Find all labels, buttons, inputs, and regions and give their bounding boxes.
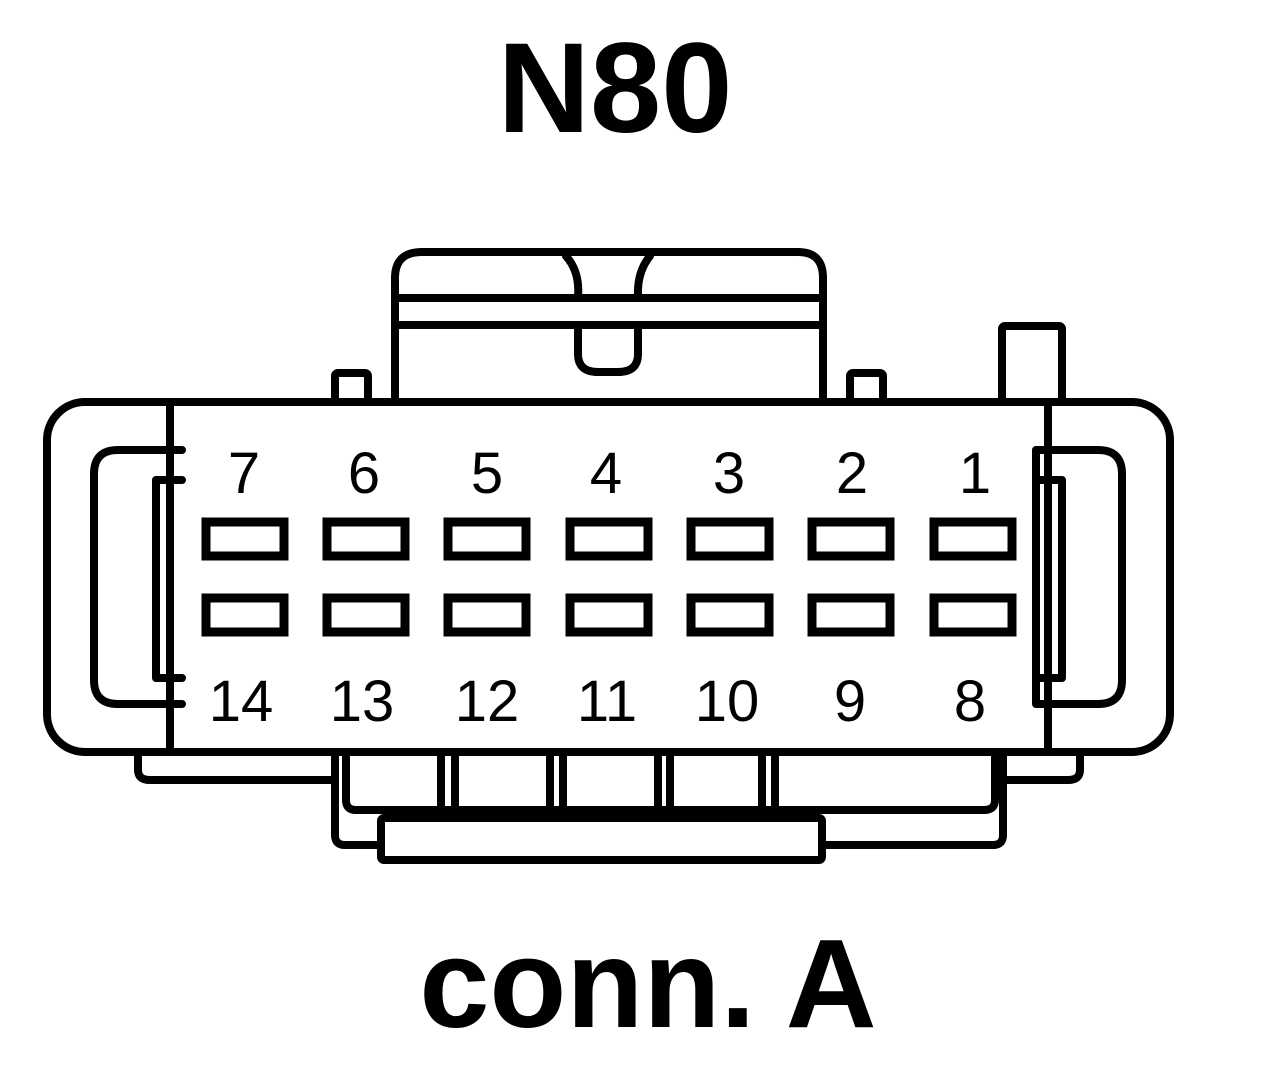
pin-8	[929, 593, 1017, 637]
connector-subtitle: conn. A	[419, 913, 876, 1054]
bottom-row-pins	[201, 593, 1017, 637]
pin-11	[565, 593, 653, 637]
pin-4	[565, 517, 653, 561]
top-row-pins	[201, 517, 1017, 561]
left-latch	[90, 446, 186, 708]
bottom-row-labels: 14 13 12 11 10 9 8	[209, 669, 986, 734]
pin-label-14: 14	[209, 669, 274, 734]
locking-tab	[574, 321, 642, 376]
right-latch	[1032, 446, 1126, 708]
pin-6	[322, 517, 410, 561]
pin-12	[443, 593, 531, 637]
pin-label-7: 7	[228, 441, 260, 506]
pin-label-2: 2	[836, 441, 868, 506]
pin-3	[686, 517, 774, 561]
connector-title: N80	[498, 17, 733, 160]
pin-label-1: 1	[959, 441, 991, 506]
top-row-labels: 7 6 5 4 3 2 1	[228, 441, 991, 506]
top-housing	[391, 248, 827, 404]
pin-7	[201, 517, 289, 561]
tall-post	[998, 322, 1066, 407]
pin-label-11: 11	[577, 669, 637, 734]
pin-label-9: 9	[834, 669, 866, 734]
pin-label-8: 8	[954, 669, 986, 734]
pin-1	[929, 517, 1017, 561]
pin-label-4: 4	[590, 441, 622, 506]
bottom-housing	[134, 748, 1084, 864]
pin-13	[322, 593, 410, 637]
pin-5	[443, 517, 531, 561]
pin-label-13: 13	[330, 669, 395, 734]
connector-body	[43, 398, 1174, 756]
pin-10	[686, 593, 774, 637]
pin-label-5: 5	[471, 441, 503, 506]
pin-label-6: 6	[348, 441, 380, 506]
pin-14	[201, 593, 289, 637]
pin-label-12: 12	[455, 669, 520, 734]
bottom-tab	[377, 814, 826, 864]
pin-label-3: 3	[713, 441, 745, 506]
pin-label-10: 10	[695, 669, 760, 734]
pin-9	[807, 593, 895, 637]
pin-2	[807, 517, 895, 561]
